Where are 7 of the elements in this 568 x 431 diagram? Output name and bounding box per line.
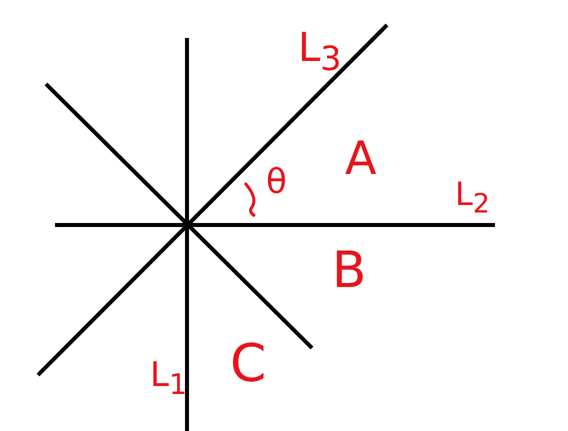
line-label: L$_{3}$ bbox=[298, 28, 342, 76]
line-label: L$_{1}$ bbox=[150, 358, 187, 400]
region-label: B bbox=[332, 245, 366, 295]
region-label: A bbox=[345, 135, 376, 181]
region-label: C bbox=[230, 338, 266, 390]
line-label: L$_{2}$ bbox=[455, 178, 490, 218]
angle-label: θ bbox=[266, 165, 287, 199]
